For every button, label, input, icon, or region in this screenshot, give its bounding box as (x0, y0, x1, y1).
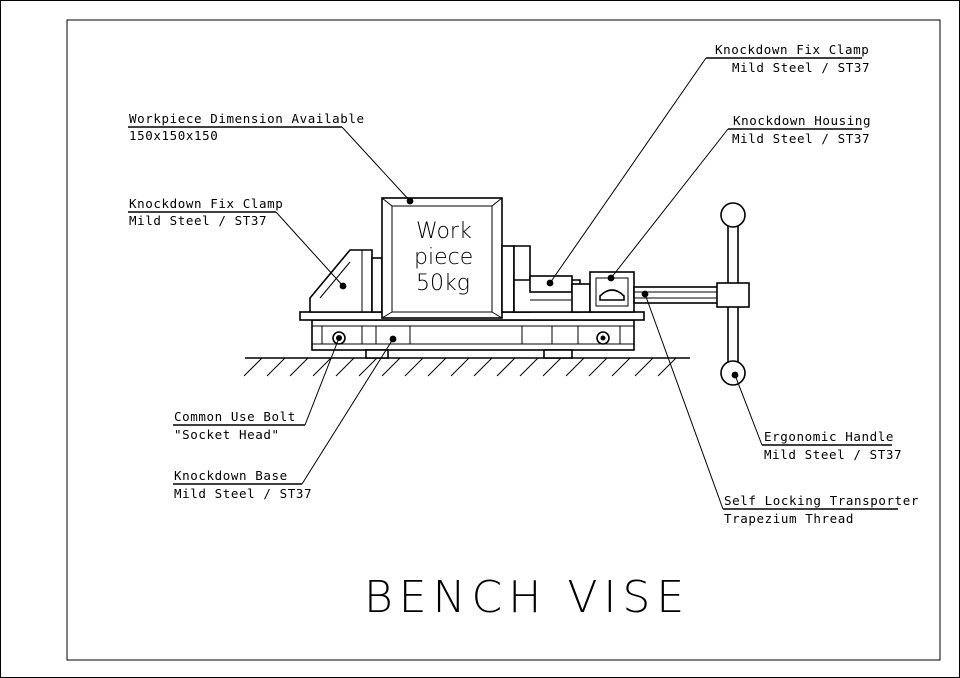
callout-transporter-type: Trapezium Thread (724, 511, 854, 526)
self-locking-transporter (633, 286, 721, 304)
callout-handle-title: Ergonomic Handle (764, 429, 894, 444)
callout-fix-clamp-left-title: Knockdown Fix Clamp (129, 196, 283, 211)
workpiece-label-line1: Work (416, 219, 472, 244)
leader-housing (607, 128, 862, 282)
leader-fix-clamp-left (128, 211, 347, 290)
drawing-frame (66, 19, 941, 661)
callout-fix-clamp-top-material: Mild Steel / ST37 (732, 60, 870, 75)
callout-fix-clamp-left-material: Mild Steel / ST37 (129, 213, 267, 228)
callout-workpiece-dimension-title: Workpiece Dimension Available (129, 111, 365, 126)
callout-transporter-title: Self Locking Transporter (724, 493, 919, 508)
leader-bolt (173, 337, 340, 426)
socket-head-bolt-right (596, 331, 610, 345)
leader-base (173, 335, 397, 485)
workpiece-block (381, 197, 503, 319)
knockdown-base (299, 311, 645, 359)
callout-base-title: Knockdown Base (174, 468, 288, 483)
callout-bolt-title: Common Use Bolt (174, 409, 296, 424)
callout-fix-clamp-top-title: Knockdown Fix Clamp (715, 42, 869, 57)
leader-transporter (641, 290, 898, 510)
callout-housing-material: Mild Steel / ST37 (732, 131, 870, 146)
drawing-title: BENCH VISE (364, 572, 690, 623)
callout-handle-material: Mild Steel / ST37 (764, 447, 902, 462)
ergonomic-handle (716, 202, 750, 386)
leader-handle (731, 371, 892, 446)
leader-workpiece-dimension (128, 126, 414, 205)
callout-bolt-type: "Socket Head" (174, 427, 280, 442)
leader-fix-clamp-top (546, 57, 862, 287)
callout-workpiece-dimension-value: 150x150x150 (129, 128, 218, 143)
knockdown-housing (571, 271, 635, 313)
workpiece-label-line3: 50kg (416, 271, 470, 296)
left-fix-jaw (309, 249, 383, 313)
callout-base-material: Mild Steel / ST37 (174, 486, 312, 501)
ground (243, 357, 690, 377)
callout-housing-title: Knockdown Housing (733, 113, 871, 128)
workpiece-label-line2: piece (414, 245, 473, 270)
